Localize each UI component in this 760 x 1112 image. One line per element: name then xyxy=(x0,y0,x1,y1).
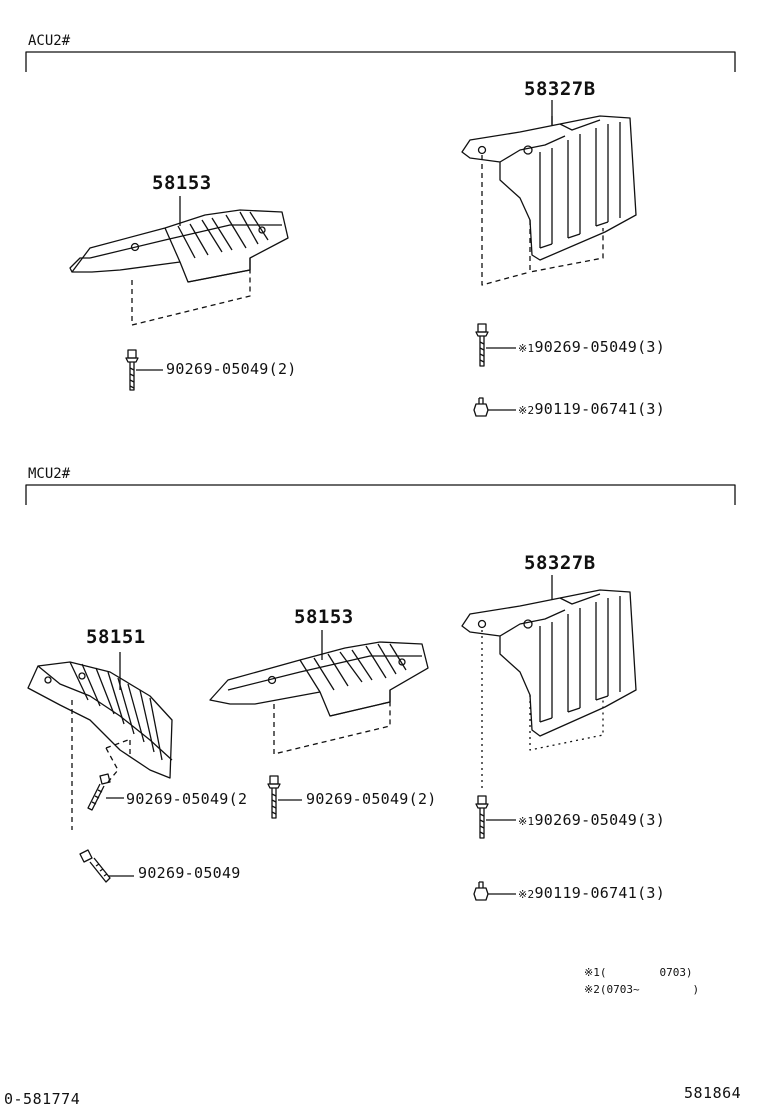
bolt-90269-mcu2-b xyxy=(79,849,111,883)
fastener-label-acu2-c[interactable]: ※290119-06741(3) xyxy=(518,400,665,418)
dashed-guide-mcu2-center xyxy=(273,702,391,755)
fastener-label-mcu2-c[interactable]: 90269-05049(2) xyxy=(306,790,437,808)
fastener-qty: (2) xyxy=(268,360,297,378)
fastener-qty: (3) xyxy=(637,811,666,829)
note-text: (0703~ ) xyxy=(599,983,700,996)
note-mark: ※1 xyxy=(584,966,600,979)
fastener-label-mcu2-a[interactable]: 90269-05049(2 xyxy=(126,790,247,808)
fastener-number: 90119-06741 xyxy=(534,400,638,418)
fastener-number: 90269-05049 xyxy=(138,864,241,882)
bolt-90119-acu2-c xyxy=(473,397,489,417)
part-number-58153-mcu2[interactable]: 58153 xyxy=(294,606,354,628)
dashed-guide-mcu2-front-b xyxy=(105,739,129,783)
heat-shield-rear-mcu2 xyxy=(461,589,637,737)
footer-right-code: 581864 xyxy=(684,1084,742,1102)
footer-left-code: 0-581774 xyxy=(4,1090,81,1108)
fastener-label-mcu2-b[interactable]: 90269-05049 xyxy=(138,864,241,882)
part-number-58327b-mcu2[interactable]: 58327B xyxy=(524,552,596,574)
fastener-qty: (2) xyxy=(408,790,437,808)
fastener-qty: (3) xyxy=(637,884,666,902)
bolt-90269-acu2-b xyxy=(475,323,489,367)
fastener-number: 90269-05049 xyxy=(166,360,269,378)
fastener-mark: ※2 xyxy=(518,888,535,901)
fastener-label-acu2-b[interactable]: ※190269-05049(3) xyxy=(518,338,665,356)
section-label-mcu2: MCU2# xyxy=(28,466,71,482)
fastener-number: 90269-05049 xyxy=(534,811,638,829)
fastener-qty: (2 xyxy=(228,790,248,808)
fastener-qty: (3) xyxy=(637,338,666,356)
fastener-number: 90269-05049 xyxy=(306,790,409,808)
section-bracket-mcu2 xyxy=(25,484,736,505)
fastener-number: 90269-05049 xyxy=(126,790,229,808)
section-label-acu2: ACU2# xyxy=(28,33,71,49)
section-bracket-acu2 xyxy=(25,51,736,72)
bolt-90119-mcu2-e xyxy=(473,881,489,901)
fastener-label-mcu2-d[interactable]: ※190269-05049(3) xyxy=(518,811,665,829)
heat-shield-front-mcu2 xyxy=(27,661,173,779)
bolt-90269-mcu2-a xyxy=(87,773,111,811)
fastener-number: 90119-06741 xyxy=(534,884,638,902)
dashed-guide-mcu2-rear xyxy=(481,630,604,790)
fastener-qty: (3) xyxy=(637,400,666,418)
note-1: ※1( 0703) xyxy=(584,966,693,979)
part-number-58327b-acu2[interactable]: 58327B xyxy=(524,78,596,100)
fastener-label-mcu2-e[interactable]: ※290119-06741(3) xyxy=(518,884,665,902)
dashed-guide-acu2-rear xyxy=(481,155,604,286)
heat-shield-center-acu2 xyxy=(69,209,289,283)
fastener-mark: ※1 xyxy=(518,815,535,828)
fastener-label-acu2-a[interactable]: 90269-05049(2) xyxy=(166,360,297,378)
note-2: ※2(0703~ ) xyxy=(584,983,699,996)
part-number-58153-acu2[interactable]: 58153 xyxy=(152,172,212,194)
heat-shield-center-mcu2 xyxy=(209,641,429,717)
dashed-guide-acu2-center xyxy=(131,270,251,326)
bolt-90269-acu2-a xyxy=(125,349,139,391)
note-mark: ※2 xyxy=(584,983,600,996)
note-text: ( 0703) xyxy=(599,966,693,979)
heat-shield-rear-acu2 xyxy=(461,115,637,261)
fastener-mark: ※1 xyxy=(518,342,535,355)
part-number-58151-mcu2[interactable]: 58151 xyxy=(86,626,146,648)
bolt-90269-mcu2-c xyxy=(267,775,281,819)
fastener-number: 90269-05049 xyxy=(534,338,638,356)
bolt-90269-mcu2-d xyxy=(475,795,489,839)
fastener-mark: ※2 xyxy=(518,404,535,417)
